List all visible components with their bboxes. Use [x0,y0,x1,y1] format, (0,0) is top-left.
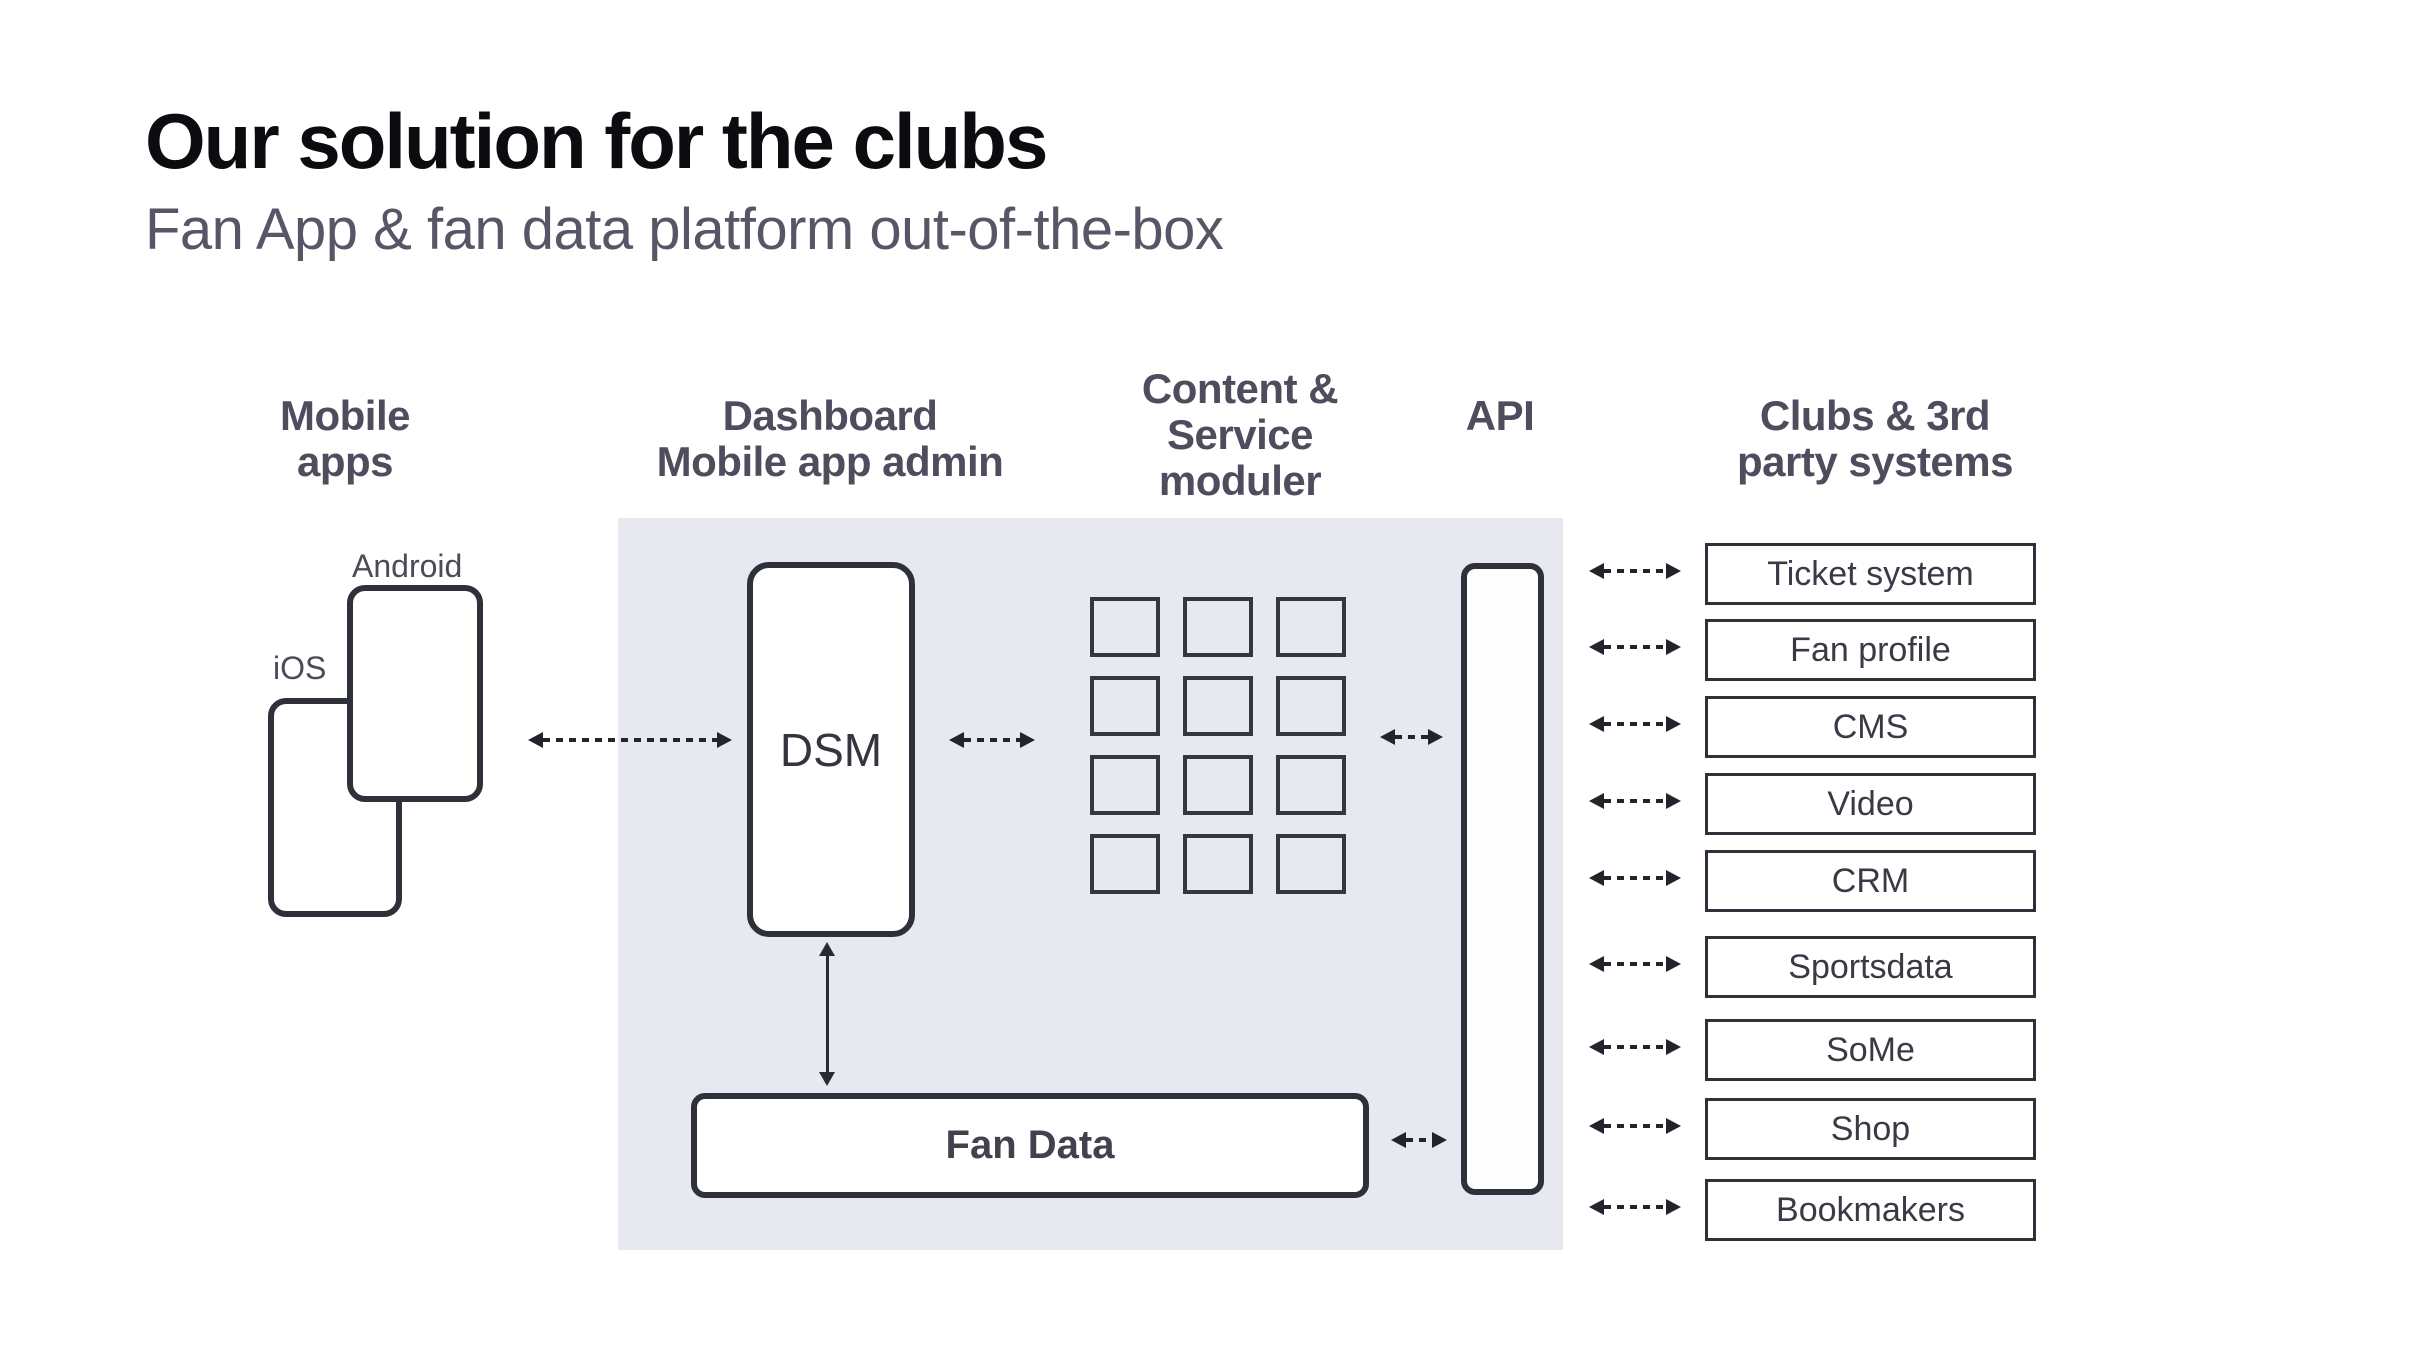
system-box-ticket-system: Ticket system [1705,543,2036,605]
page-subtitle: Fan App & fan data platform out-of-the-b… [145,197,1224,262]
system-box-video: Video [1705,773,2036,835]
module-cell [1183,834,1253,894]
module-cell [1276,597,1346,657]
arrow-api-cms [1589,716,1681,732]
module-cell [1090,676,1160,736]
header-line: Mobile [280,392,411,439]
arrow-api-bookmakers [1589,1199,1681,1215]
module-cell [1276,676,1346,736]
header-line: Service [1167,411,1313,458]
module-cell [1090,755,1160,815]
header-line: party systems [1737,438,2014,485]
system-box-shop: Shop [1705,1098,2036,1160]
system-box-crm: CRM [1705,850,2036,912]
system-box-sportsdata: Sportsdata [1705,936,2036,998]
dsm-label: DSM [779,723,883,776]
column-header-dashboard: Dashboard Mobile app admin [657,393,1004,485]
module-cell [1183,755,1253,815]
arrow-modules-api [1380,729,1443,745]
system-box-cms: CMS [1705,696,2036,758]
fan-data-label: Fan Data [945,1123,1115,1167]
column-header-api: API [1466,393,1535,439]
module-cell [1276,755,1346,815]
module-cell [1276,834,1346,894]
module-cell [1090,597,1160,657]
module-cell [1183,597,1253,657]
arrow-api-sportsdata [1589,956,1681,972]
page-title: Our solution for the clubs [145,97,1048,185]
header-line: moduler [1158,457,1322,504]
arrow-dsm-fandata [819,942,835,1086]
android-phone-shape [347,585,483,802]
ios-label: iOS [273,650,327,686]
fan-data-box: Fan Data [691,1093,1369,1198]
column-header-mobile-apps: Mobile apps [280,392,411,485]
arrow-api-video [1589,793,1681,809]
header-line: Content & [1141,365,1339,412]
module-cell [1183,676,1253,736]
column-header-clubs: Clubs & 3rd party systems [1737,392,2014,485]
system-box-bookmakers: Bookmakers [1705,1179,2036,1241]
android-label: Android [352,548,463,584]
dsm-box: DSM [747,562,915,937]
api-bar [1461,563,1544,1195]
header-line: Clubs & 3rd [1759,392,1991,439]
arrow-api-crm [1589,870,1681,886]
header-line: Mobile app admin [656,438,1004,485]
arrow-fandata-api [1391,1132,1447,1148]
system-box-fan-profile: Fan profile [1705,619,2036,681]
arrow-api-ticket-system [1589,563,1681,579]
column-header-content-service: Content & Service moduler [1141,365,1339,504]
header-line: Dashboard [722,392,938,439]
arrow-api-shop [1589,1118,1681,1134]
arrow-api-fan-profile [1589,639,1681,655]
arrow-phones-dsm [528,732,732,748]
arrow-api-some [1589,1039,1681,1055]
arrow-dsm-modules [949,732,1035,748]
module-grid [1090,597,1346,894]
header-line: API [1465,392,1535,439]
header-line: apps [296,438,394,485]
system-box-some: SoMe [1705,1019,2036,1081]
module-cell [1090,834,1160,894]
